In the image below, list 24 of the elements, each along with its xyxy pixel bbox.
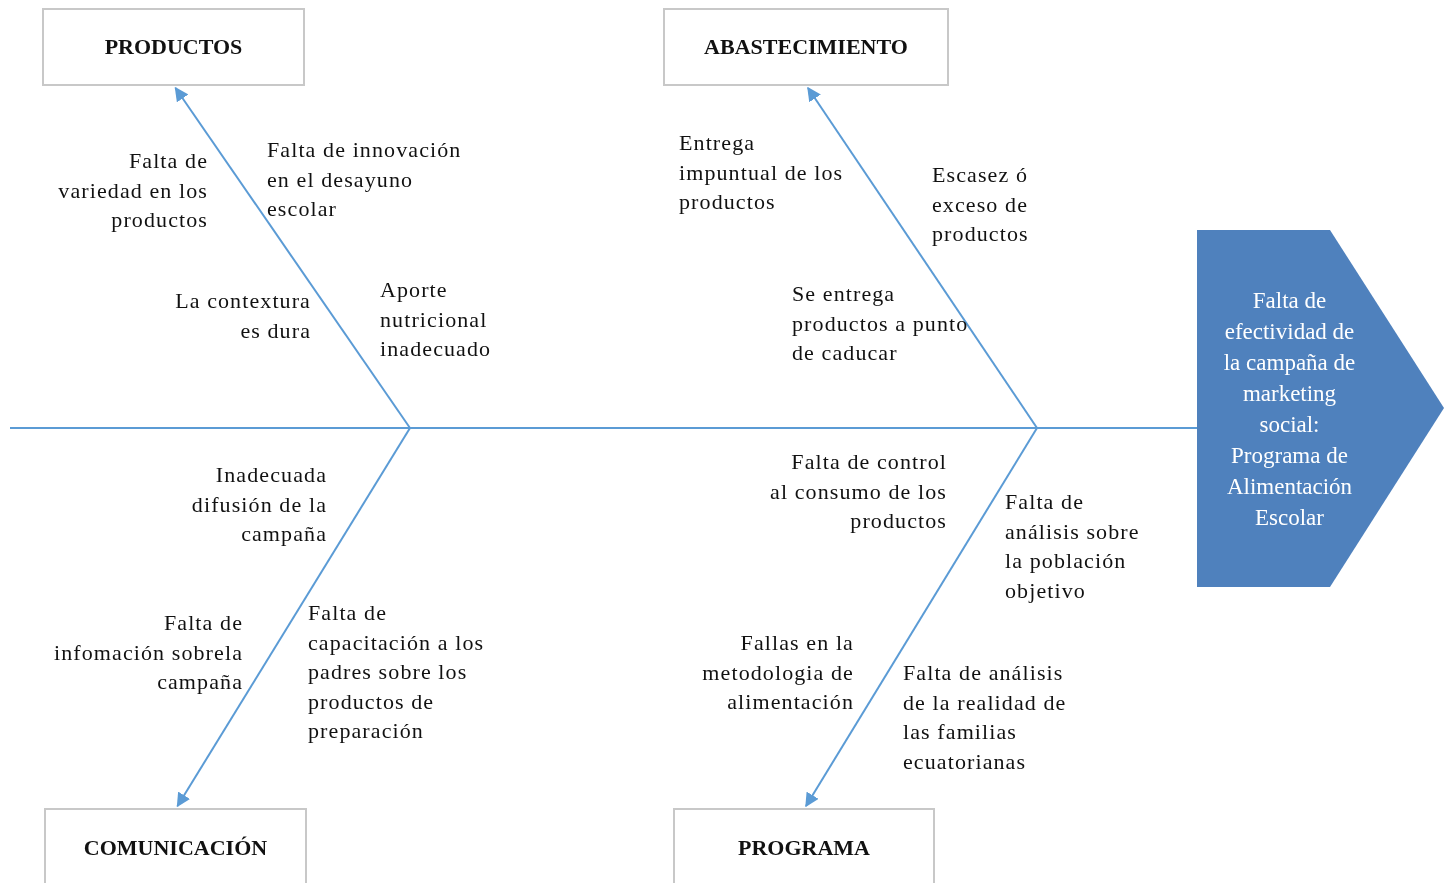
cause-text: La contextura es dura: [174, 287, 311, 345]
cause-text: Falta de control al consumo de los productos: [770, 448, 947, 535]
spine-line: [9, 427, 1198, 429]
cause-text: Entrega impuntual de los productos: [679, 129, 845, 216]
cause-text: Aporte nutricional inadecuado: [380, 276, 493, 363]
arrow: [805, 427, 1038, 808]
cause-text: Escasez ó exceso de productos: [932, 161, 1030, 248]
effect-arrow-shape: Falta de efectividad de la campaña de marketing social: Programa de Alimentación Escolar: [1197, 230, 1444, 587]
cause-text: Falta de innovación en el desayuno escolar: [267, 136, 463, 223]
cause-text: Inadecuada difusión de la campaña: [190, 461, 327, 548]
category-box: PROGRAMA: [673, 808, 935, 883]
cause-text: Falta de análisis de la realidad de las familias ecuatorianas: [903, 659, 1068, 776]
cause-text: Se entrega productos a punto de caducar: [792, 280, 970, 367]
cause-text: Falta de variedad en los productos: [57, 147, 208, 234]
category-box: COMUNICACIÓN: [44, 808, 307, 883]
arrow: [176, 427, 411, 808]
arrow: [174, 86, 411, 429]
cause-text: Falta de análisis sobre la población objetivo: [1005, 488, 1141, 605]
category-box: ABASTECIMIENTO: [663, 8, 949, 86]
arrow: [807, 86, 1038, 429]
cause-text: Fallas en la metodologia de alimentación: [701, 629, 854, 716]
category-box: PRODUCTOS: [42, 8, 305, 86]
cause-text: Falta de capacitación a los padres sobre los productos de preparación: [308, 599, 486, 745]
cause-text: Falta de infomación sobrela campaña: [52, 609, 243, 696]
